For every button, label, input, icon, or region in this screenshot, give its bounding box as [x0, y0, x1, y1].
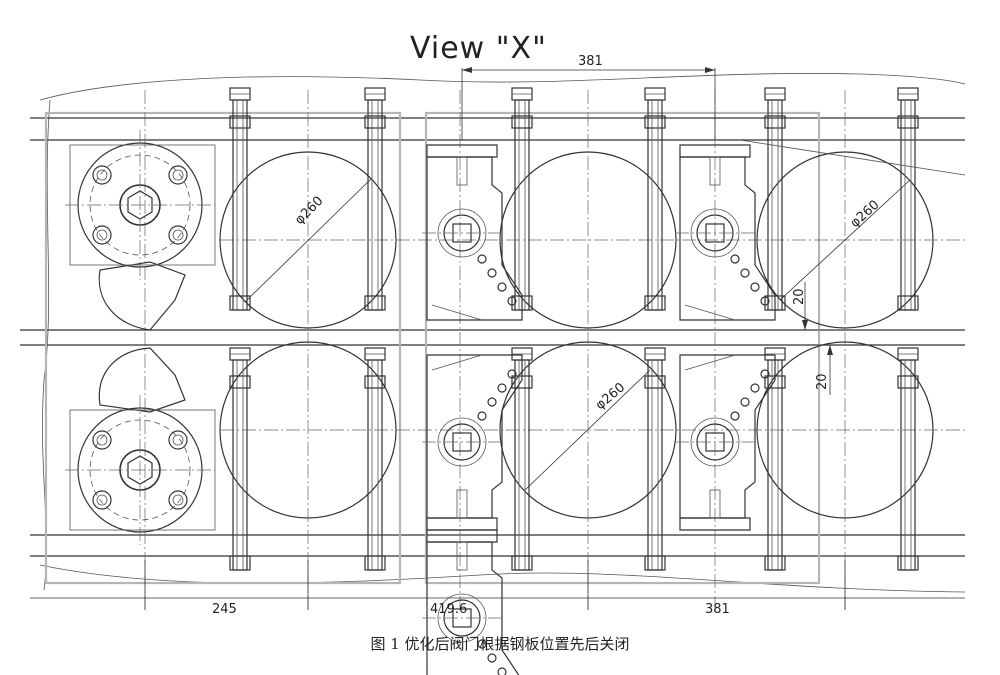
- figure-caption: 图 1 优化后阀门根据钢板位置先后关闭: [370, 635, 630, 653]
- dim-offset-lower: 20: [815, 373, 830, 390]
- dim-bottom-right: 381: [705, 602, 730, 617]
- break-outline-bottom: [39, 564, 966, 593]
- dim-bottom-left: 245: [212, 602, 237, 617]
- dim-bottom-middle: 419.6: [430, 602, 467, 617]
- actuator-upper: [64, 129, 216, 331]
- actuator-lower: [64, 347, 216, 546]
- valve-plates-mirrored: [421, 354, 776, 531]
- rolls: [219, 151, 934, 519]
- dim-offset-upper: 20: [792, 288, 807, 305]
- diameter-line-3: [779, 179, 911, 301]
- diameter-label-3: φ260: [848, 197, 883, 230]
- centerlines: [144, 90, 965, 610]
- valve-plates: [421, 144, 776, 675]
- bolts-top: [229, 87, 919, 311]
- left-frame: [44, 111, 402, 585]
- offset-dimensions: [740, 282, 840, 395]
- diameter-label-1: φ260: [292, 194, 326, 228]
- dim-top-span: 381: [578, 54, 603, 69]
- bottom-dimension: [30, 560, 965, 610]
- view-title: View "X": [410, 31, 547, 66]
- diameter-line-2: [524, 369, 651, 491]
- view-x-frame: [424, 111, 821, 585]
- guide-line: [739, 139, 966, 176]
- break-outline-top: [39, 73, 966, 101]
- diameter-line-1: [244, 177, 373, 303]
- top-dimension: [461, 67, 716, 140]
